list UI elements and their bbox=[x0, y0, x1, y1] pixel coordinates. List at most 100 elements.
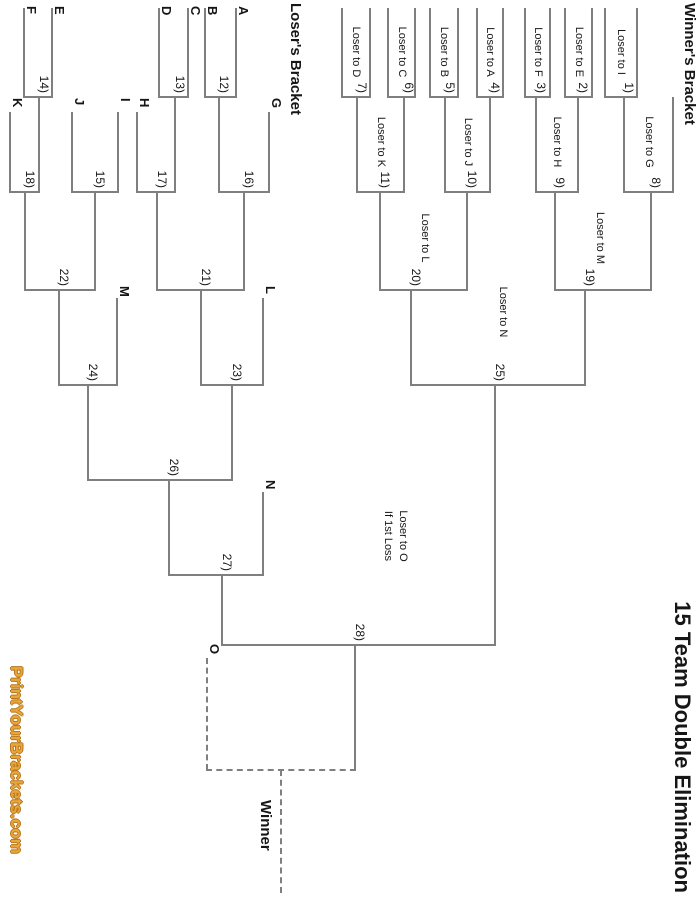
game-number: 14) bbox=[37, 75, 51, 93]
game-number: 13) bbox=[173, 75, 187, 93]
bracket-line bbox=[410, 384, 586, 386]
bracket-line bbox=[168, 480, 170, 575]
game-number: 12) bbox=[217, 75, 231, 93]
loser-destination-label: Loser to M bbox=[594, 212, 606, 264]
game-number: 23) bbox=[230, 363, 244, 381]
bracket-line bbox=[577, 97, 579, 192]
bracket-line bbox=[58, 384, 118, 386]
loser-destination-label: Loser to E bbox=[573, 26, 585, 78]
bracket-line bbox=[24, 192, 26, 290]
loser-entry-letter: K bbox=[10, 98, 25, 108]
bracket-line bbox=[489, 97, 491, 192]
bracket-line bbox=[444, 97, 446, 192]
page-title: 15 Team Double Elimination bbox=[670, 601, 695, 893]
loser-destination-label: Loser to H bbox=[551, 116, 563, 168]
game-number: 28) bbox=[353, 623, 367, 641]
bracket-line bbox=[494, 385, 496, 645]
bracket-line bbox=[429, 8, 431, 97]
game-number: 15) bbox=[93, 170, 107, 188]
bracket-line bbox=[9, 112, 11, 192]
bracket-line bbox=[429, 96, 459, 98]
game-number: 24) bbox=[86, 363, 100, 381]
loser-destination-label: Loser to F bbox=[532, 27, 544, 77]
loser-entry-letter: F bbox=[24, 6, 39, 14]
loser-entry-letter: L bbox=[263, 286, 278, 294]
losers-bracket-title: Loser's Bracket bbox=[287, 3, 304, 115]
game-number: 18) bbox=[23, 170, 37, 188]
loser-destination-label: Loser to B bbox=[438, 26, 450, 78]
bracket-line bbox=[604, 8, 606, 97]
bracket-line bbox=[262, 492, 264, 575]
bracket-line bbox=[156, 289, 245, 291]
loser-entry-letter: J bbox=[72, 98, 87, 106]
game-number: 26) bbox=[167, 458, 181, 476]
bracket-line bbox=[356, 191, 405, 193]
game-number: 22) bbox=[57, 268, 71, 286]
bracket-line bbox=[24, 289, 96, 291]
loser-destination-label: Loser to D bbox=[350, 26, 362, 78]
bracket-line bbox=[94, 192, 96, 290]
bracket-line bbox=[9, 191, 40, 193]
bracket-line bbox=[206, 658, 208, 770]
game-number: 21) bbox=[199, 268, 213, 286]
bracket-line bbox=[476, 96, 504, 98]
bracket-line bbox=[218, 191, 270, 193]
loser-destination-label: Loser to A bbox=[484, 27, 496, 77]
loser-entry-letter: A bbox=[236, 6, 251, 16]
bracket-line bbox=[379, 192, 381, 290]
loser-entry-letter: B bbox=[205, 6, 220, 16]
bracket-line bbox=[369, 8, 371, 97]
bracket-line bbox=[584, 290, 586, 385]
grand-final-loser-note: Loser to O If 1st Loss bbox=[380, 490, 410, 582]
bracket-line bbox=[466, 192, 468, 290]
bracket-line bbox=[87, 479, 233, 481]
winners-bracket-title: Winner's Bracket bbox=[681, 3, 698, 125]
watermark: PrintYourBrackets.com bbox=[7, 666, 26, 854]
bracket-line bbox=[71, 191, 119, 193]
bracket-line bbox=[58, 290, 60, 385]
loser-entry-letter: I bbox=[118, 98, 133, 102]
bracket-line bbox=[231, 385, 233, 480]
bracket-line bbox=[591, 8, 593, 97]
loser-destination-label: Loser to N bbox=[497, 286, 509, 338]
loser-entry-letter: E bbox=[52, 6, 67, 15]
bracket-line bbox=[354, 645, 356, 770]
loser-destination-label: Loser to G bbox=[643, 116, 655, 168]
game-number: 27) bbox=[220, 553, 234, 571]
bracket-line bbox=[444, 191, 491, 193]
game-number: 17) bbox=[155, 170, 169, 188]
bracket-line bbox=[476, 8, 478, 97]
bracket-line bbox=[200, 384, 264, 386]
bracket-line bbox=[280, 770, 282, 893]
bracket-line bbox=[174, 97, 176, 192]
bracket-line bbox=[136, 191, 176, 193]
bracket-line bbox=[23, 96, 53, 98]
loser-entry-letter: N bbox=[263, 480, 278, 490]
bracket-line bbox=[204, 96, 237, 98]
bracket-line bbox=[158, 96, 189, 98]
bracket-line bbox=[38, 97, 40, 192]
bracket-line bbox=[116, 298, 118, 385]
bracket-line bbox=[623, 191, 674, 193]
winner-label: Winner bbox=[257, 800, 274, 851]
bracket-line bbox=[623, 97, 625, 192]
grand-final-loser-note-line2: If 1st Loss bbox=[382, 510, 394, 562]
bracket-line bbox=[156, 192, 158, 290]
bracket-line bbox=[604, 96, 638, 98]
bracket-line bbox=[410, 290, 412, 385]
loser-destination-label: Loser to C bbox=[396, 26, 408, 78]
loser-entry-letter: H bbox=[137, 98, 152, 108]
loser-destination-label: Loser to L bbox=[419, 213, 431, 263]
bracket-line bbox=[457, 8, 459, 97]
bracket-line bbox=[356, 97, 358, 192]
loser-entry-letter: M bbox=[117, 286, 132, 297]
bracket-line bbox=[218, 97, 220, 192]
bracket-line bbox=[524, 96, 551, 98]
bracket-line bbox=[672, 97, 674, 192]
bracket-line bbox=[554, 289, 652, 291]
bracket-line bbox=[379, 289, 468, 291]
bracket-line bbox=[524, 8, 526, 97]
bracket-line bbox=[221, 644, 496, 646]
bracket-line bbox=[200, 290, 202, 385]
